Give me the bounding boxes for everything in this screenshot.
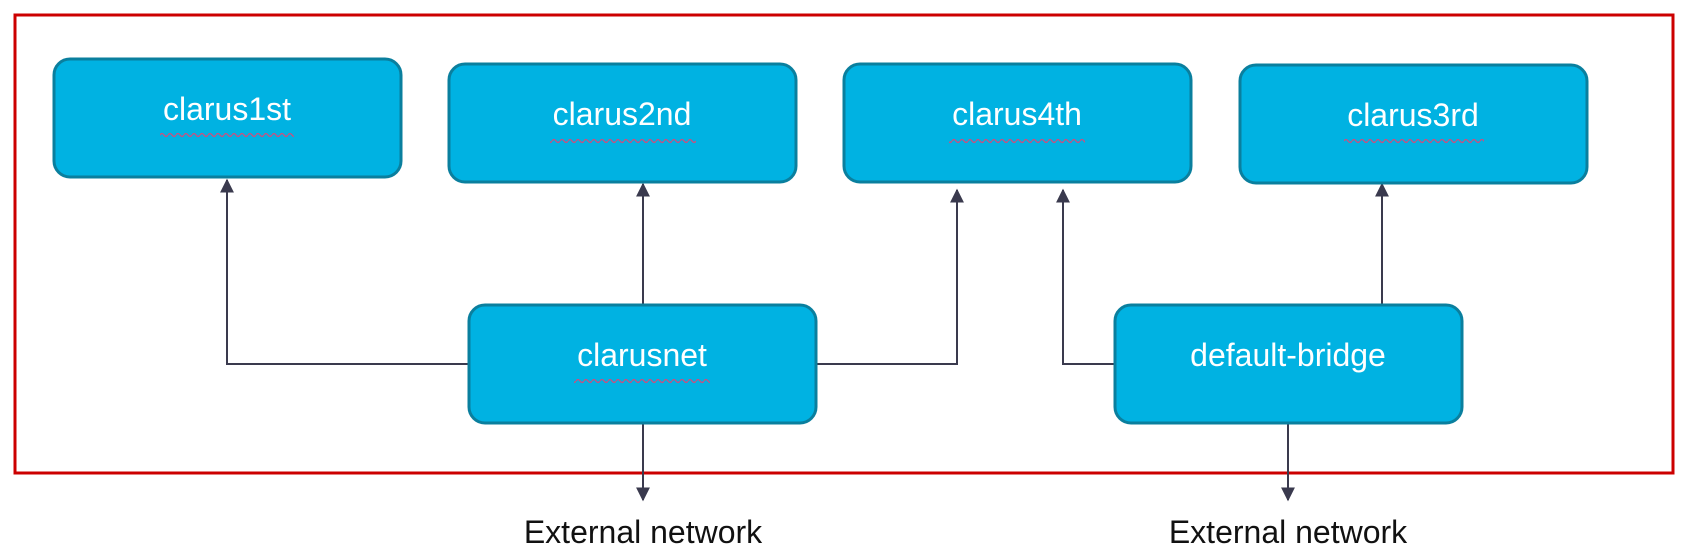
node-label-clarusnet: clarusnet — [577, 337, 707, 373]
edge-default-bridge-clarus4th — [1056, 188, 1115, 365]
node-clarus4th[interactable]: clarus4th — [842, 62, 1193, 184]
spellcheck-underline — [160, 133, 294, 139]
edge-clarusnet-clarus1st — [220, 178, 470, 365]
node-label-default-bridge: default-bridge — [1190, 337, 1386, 373]
node-clarus1st[interactable]: clarus1st — [52, 57, 403, 179]
node-label-clarus1st: clarus1st — [163, 91, 291, 127]
node-label-clarus3rd: clarus3rd — [1347, 97, 1479, 133]
external-network-label-left: External network — [524, 514, 763, 548]
node-default-bridge[interactable]: default-bridge — [1113, 303, 1464, 425]
node-label-clarus4th: clarus4th — [952, 96, 1082, 132]
external-network-label-right: External network — [1169, 514, 1408, 548]
node-clarus3rd[interactable]: clarus3rd — [1238, 63, 1589, 185]
node-clarusnet[interactable]: clarusnet — [467, 303, 818, 425]
spellcheck-underline — [550, 138, 696, 144]
node-clarus2nd[interactable]: clarus2nd — [447, 62, 798, 184]
spellcheck-underline — [574, 379, 710, 385]
spellcheck-underline — [949, 138, 1085, 144]
edge-clarusnet-clarus4th — [817, 188, 964, 365]
spellcheck-underline — [1344, 139, 1484, 145]
host-boundary — [13, 13, 1675, 475]
node-label-clarus2nd: clarus2nd — [553, 96, 692, 132]
